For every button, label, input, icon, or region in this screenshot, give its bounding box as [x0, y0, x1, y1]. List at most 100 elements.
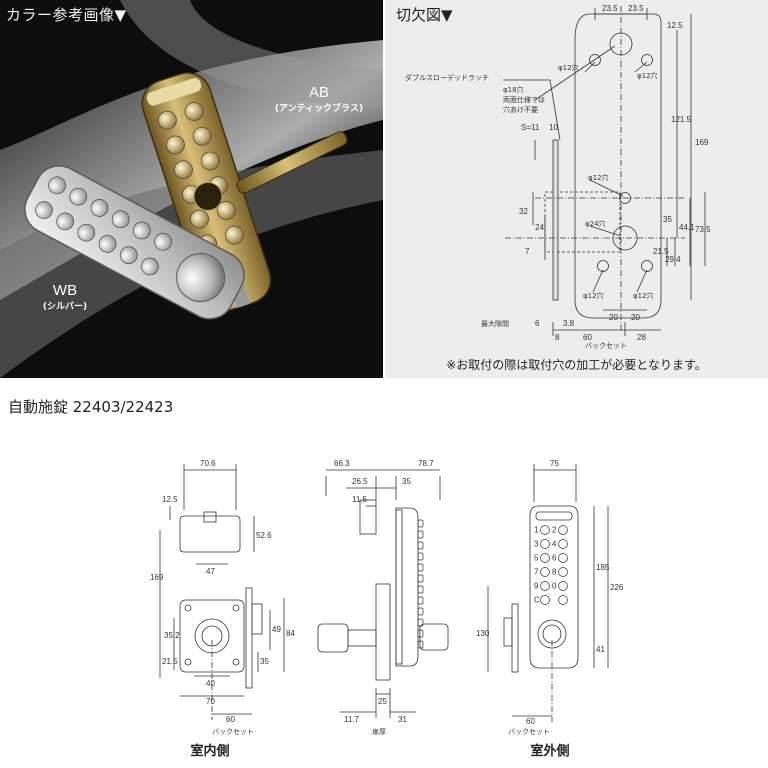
dim-49: 49: [272, 625, 281, 634]
latch-label: ダブルスローデッドラッチ: [405, 73, 489, 82]
keypad-button: [224, 225, 244, 245]
keypad-button: [558, 539, 568, 549]
cutout-panel: ダブルスローデッドラッチ φ18穴 両面仕様では 穴あけ不要 φ12穴 φ12穴…: [385, 0, 768, 378]
gap-6-dim: 6: [535, 319, 540, 328]
backset-label: バックセット: [212, 728, 254, 736]
dim-352: 35.2: [164, 631, 180, 640]
dim-60: 60: [526, 717, 535, 726]
door-thickness-label: 扉厚: [372, 727, 386, 736]
variant-code: WB: [52, 282, 78, 299]
keypad-button: [540, 595, 550, 605]
side-key-bump: [417, 541, 424, 550]
hole-18-note-1: 両面仕様では: [503, 95, 545, 104]
side-key-bump: [417, 596, 424, 605]
keypad-key-label: 4: [552, 540, 557, 549]
backset-label: バックセット: [508, 728, 550, 736]
keypad-button: [48, 176, 66, 195]
keypad-button: [558, 581, 568, 591]
side-key-bump: [417, 552, 424, 561]
hole-12-label: φ12穴: [588, 173, 609, 182]
keypad-button: [558, 567, 568, 577]
dim-41: 41: [596, 645, 605, 654]
keypad-key-label: 8: [552, 568, 557, 577]
dim-8: 8: [555, 333, 560, 342]
variant-name: (アンティックブラス): [274, 104, 364, 114]
keypad-button: [141, 257, 159, 276]
dim-169: 169: [150, 573, 164, 582]
dim-35: 35: [663, 215, 672, 224]
keypad-key-label: 2: [552, 526, 557, 535]
keypad-button: [558, 525, 568, 535]
mounting-note: ※お取付の際は取付穴の加工が必要となります。: [446, 358, 707, 372]
keypad-button: [90, 199, 109, 217]
variant-label-wb: WB (シルバー): [30, 282, 100, 312]
dim-787: 78.7: [418, 459, 434, 468]
keypad-key-label: 6: [552, 554, 557, 563]
dim-60: 60: [226, 715, 235, 724]
hole-12-label: φ12穴: [633, 291, 654, 300]
model-title: 自動施錠 22403/22423: [8, 398, 174, 416]
dim-top-r: 12.5: [667, 21, 683, 30]
max-gap-label: 最大隙間: [481, 319, 509, 328]
dim-35: 35: [260, 657, 269, 666]
dim-35: 35: [402, 477, 411, 486]
dim-663: 66.3: [334, 459, 350, 468]
keypad-button: [119, 246, 138, 264]
dim-735: 73.5: [695, 225, 711, 234]
keypad-button: [184, 102, 204, 121]
dim-125: 12.5: [162, 495, 178, 504]
product-photo-panel: カラー参考画像▼ AB (アンティックブラス) WB (シルバー): [0, 0, 383, 378]
keypad-button: [540, 567, 550, 577]
w-label: 10: [549, 123, 558, 132]
keypad-button: [35, 201, 53, 219]
side-key-bump: [417, 585, 424, 594]
keypad-button: [558, 595, 568, 605]
keypad-key-label: 0: [552, 582, 557, 591]
variant-label-ab: AB (アンティックブラス): [272, 84, 366, 114]
dim-38: 3.8: [563, 319, 575, 328]
keypad-button: [216, 201, 236, 220]
keypad-button: [69, 187, 88, 206]
keypad-button: [540, 581, 550, 591]
dim-130: 130: [476, 629, 490, 638]
dim-185: 185: [596, 563, 610, 572]
keypad-button: [98, 235, 117, 253]
keypad-button: [77, 223, 96, 242]
fabric-background: [0, 0, 383, 378]
dim-70: 70: [206, 697, 215, 706]
keypad-button: [192, 126, 212, 146]
keypad-button: [154, 232, 172, 251]
indoor-side-caption: 室内側: [190, 744, 230, 759]
dim-441: 44.1: [679, 223, 695, 232]
hole-12-label: φ12穴: [637, 71, 658, 80]
side-key-bump: [417, 607, 424, 616]
dim-215: 21.5: [653, 247, 669, 256]
hole-12-label: φ12穴: [583, 291, 604, 300]
keypad-button: [174, 160, 193, 179]
keypad-button: [540, 539, 550, 549]
dim-7: 7: [525, 247, 530, 256]
dim-20b: 20: [631, 313, 640, 322]
dim-169: 169: [695, 138, 709, 147]
keypad-key-label: 1: [534, 526, 539, 535]
dim-215: 21.5: [162, 657, 178, 666]
dim-117: 11.7: [344, 715, 360, 724]
hole-12-label: φ12穴: [558, 63, 579, 72]
dim-75: 75: [550, 459, 559, 468]
keypad-button: [190, 209, 209, 229]
side-key-bump: [417, 530, 424, 539]
dim-84: 84: [286, 629, 295, 638]
side-key-bump: [417, 629, 424, 638]
hole-18-label: φ18穴: [503, 85, 524, 94]
dim-121: 121.5: [671, 115, 692, 124]
dim-31: 31: [398, 715, 407, 724]
side-key-bump: [417, 563, 424, 572]
dim-20a: 20: [609, 313, 618, 322]
keypad-button: [111, 210, 130, 228]
keypad-button: [166, 135, 185, 155]
keypad-button: [540, 525, 550, 535]
keypad-key-label: C: [534, 596, 540, 605]
keypad-button: [540, 553, 550, 563]
backset-label: バックセット: [585, 342, 627, 350]
